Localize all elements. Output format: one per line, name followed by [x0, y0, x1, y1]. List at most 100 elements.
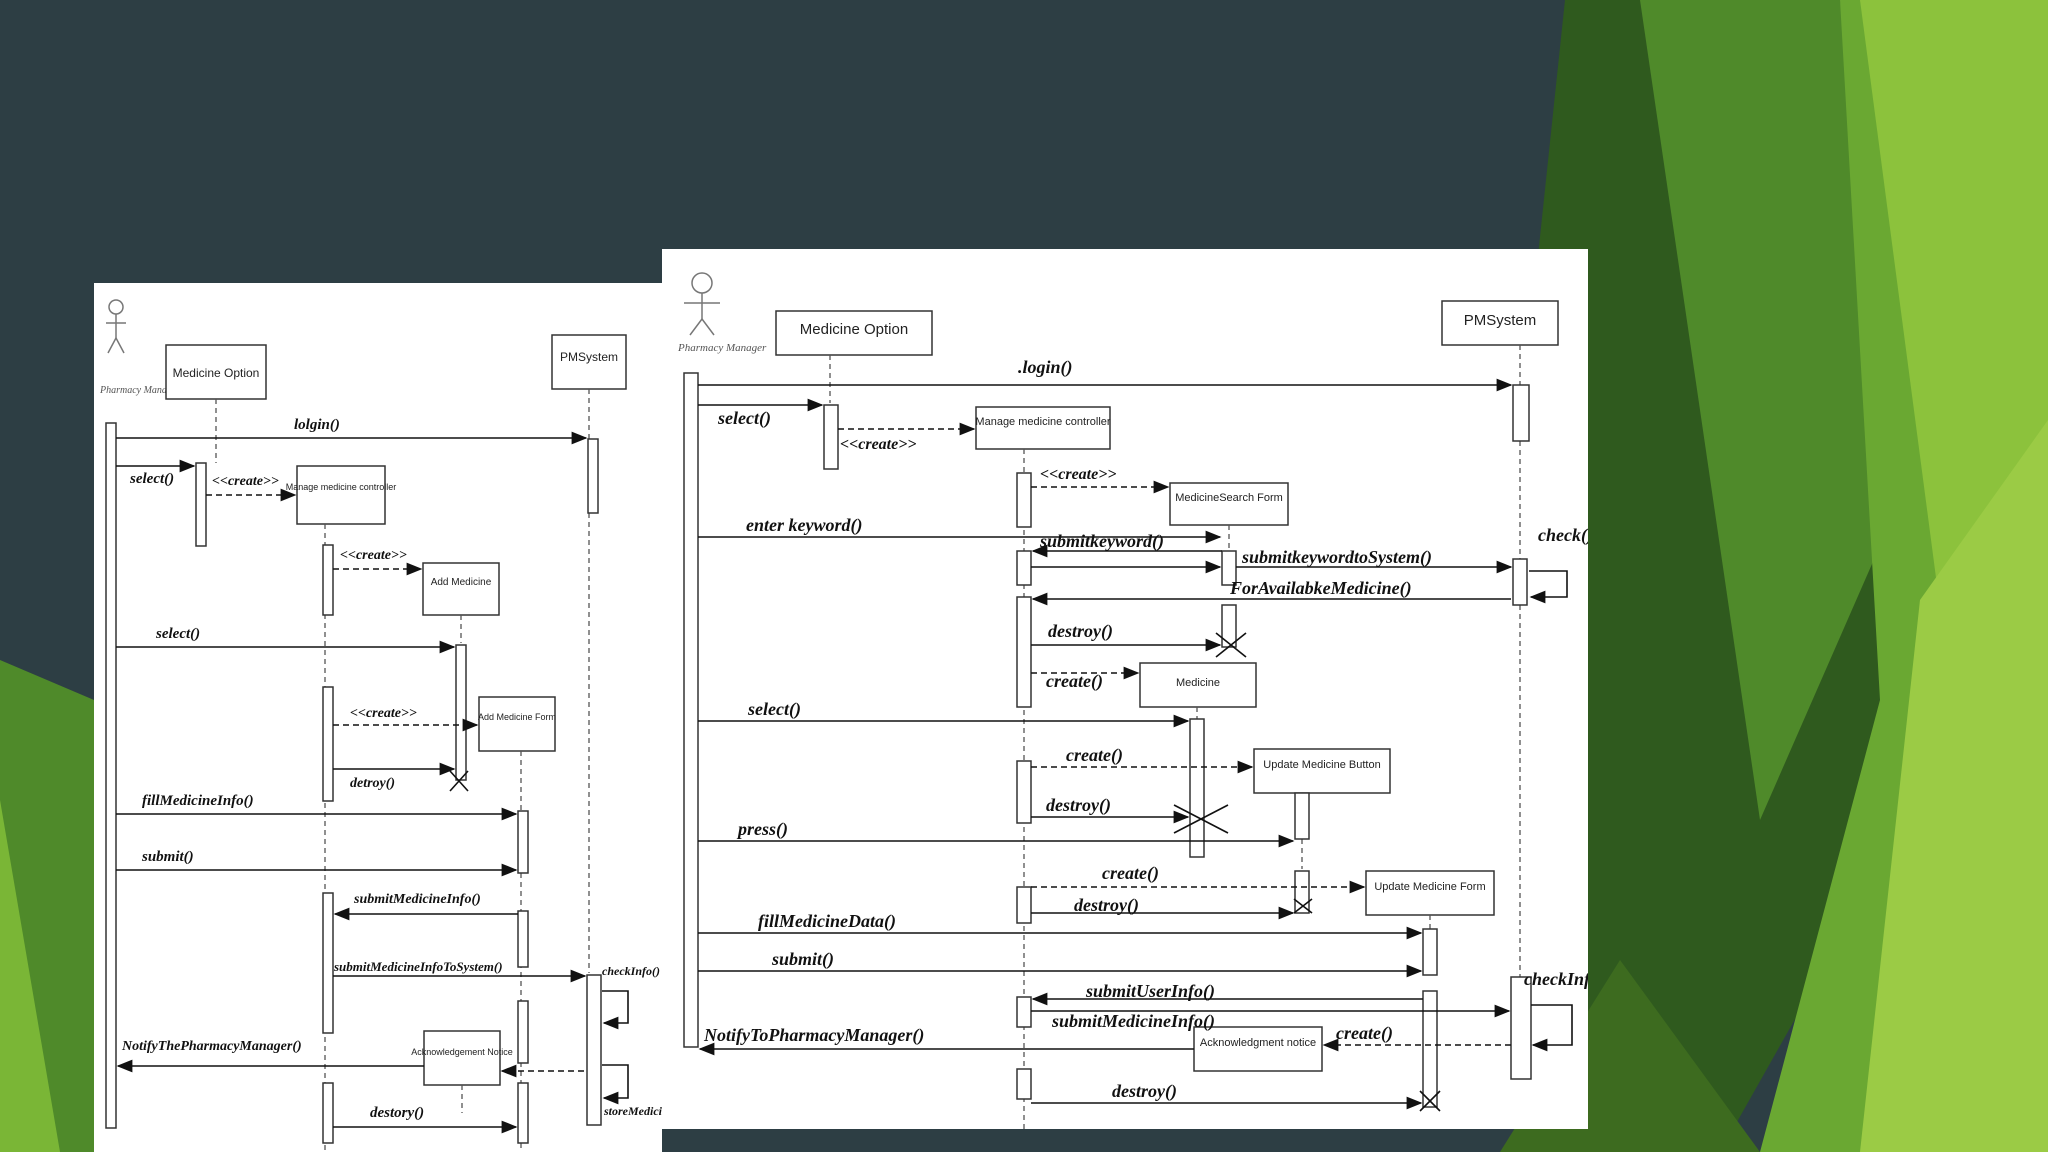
- lifeline-label: Update Medicine Form: [1374, 881, 1485, 893]
- lifeline-label: Manage medicine controller: [975, 416, 1110, 428]
- right-sequence-diagram: Pharmacy Manager Medicine Option PMSyste…: [662, 249, 1588, 1129]
- activation-bar: [1221, 550, 1237, 586]
- message-label: press(): [736, 819, 788, 840]
- destroy-marker: [1419, 1090, 1441, 1112]
- message-label: submitMedicineInfo(): [1051, 1011, 1215, 1032]
- activation-bar: [322, 686, 334, 802]
- actor-icon: [106, 299, 126, 354]
- activation-bar: [1512, 384, 1530, 442]
- message-label: destroy(): [1048, 621, 1113, 642]
- destroy-marker: [1293, 898, 1313, 914]
- message-label: destory(): [370, 1105, 424, 1121]
- actor-icon: [684, 272, 720, 336]
- lifeline-acknowledgment: [1193, 1026, 1323, 1072]
- message-label: lolgin(): [294, 417, 340, 433]
- lifeline-label: PMSystem: [1464, 312, 1537, 329]
- message-label: destroy(): [1046, 795, 1111, 816]
- activation-bar: [105, 422, 117, 1129]
- message-label: select(): [747, 699, 801, 720]
- lifeline-manage-controller: [975, 406, 1111, 450]
- lifeline-label: Medicine: [1176, 677, 1220, 689]
- activation-bar: [1221, 604, 1237, 648]
- activation-bar: [1016, 886, 1032, 924]
- left-diagram-canvas: Pharmacy Manager Medicine Option PMSyste…: [99, 299, 662, 1152]
- activation-bar: [1016, 1068, 1032, 1100]
- message-label: select(): [155, 626, 200, 642]
- message-label: <<create>>: [340, 548, 407, 563]
- lifeline-medicine: [1139, 662, 1257, 708]
- activation-bar: [322, 892, 334, 1034]
- message-label: destroy(): [1074, 895, 1139, 916]
- lifeline-manage-controller: [296, 465, 386, 525]
- destroy-marker: [1215, 632, 1247, 658]
- activation-bar: [1422, 928, 1438, 976]
- lifeline-acknowledgement: [423, 1030, 501, 1086]
- message-label: ForAvailabkeMedicine(): [1229, 578, 1412, 599]
- lifeline-pmsystem: [1441, 300, 1559, 346]
- left-sequence-diagram: Pharmacy Manager Medicine Option PMSyste…: [94, 283, 662, 1152]
- message-label: checkInfo(): [602, 964, 660, 978]
- activation-bar: [1016, 996, 1032, 1028]
- activation-bar: [517, 810, 529, 874]
- actor-label: Pharmacy Manager: [99, 385, 180, 396]
- message-label: submitkeyword(): [1039, 531, 1164, 552]
- message-label: create(): [1046, 671, 1103, 692]
- activation-bar: [1189, 718, 1205, 858]
- message-label: create(): [1336, 1023, 1393, 1044]
- message-label: .login(): [1018, 357, 1073, 378]
- activation-bar: [1512, 558, 1528, 606]
- lifeline-label: Medicine Option: [173, 366, 260, 380]
- message-label: submitUserInfo(): [1085, 981, 1215, 1002]
- message-label: enter keyword(): [746, 515, 862, 536]
- green-facet: [0, 800, 60, 1152]
- message-label: checkInfo(): [1524, 969, 1588, 990]
- actor-label: Pharmacy Manager: [677, 342, 767, 354]
- activation-bar: [195, 462, 207, 547]
- lifeline-label: MedicineSearch Form: [1175, 492, 1283, 504]
- lifeline-label: PMSystem: [560, 350, 618, 364]
- activation-bar: [823, 404, 839, 470]
- message-label: select(): [717, 408, 771, 429]
- activation-bar: [1016, 472, 1032, 528]
- activation-bar: [1016, 550, 1032, 586]
- message-label: NotifyThePharmacyManager(): [121, 1039, 302, 1054]
- activation-bar: [517, 910, 529, 968]
- activation-bar: [322, 544, 334, 616]
- activation-bar: [1510, 976, 1532, 1080]
- activation-bar: [322, 1082, 334, 1144]
- lifeline-label: Acknowledgment notice: [1200, 1037, 1316, 1049]
- message-label: storeMedicine: [603, 1104, 662, 1118]
- message-label: detroy(): [350, 776, 395, 791]
- lifeline-search-form: [1169, 482, 1289, 526]
- message-label: NotifyToPharmacyManager(): [703, 1025, 924, 1046]
- lifeline-label: Update Medicine Button: [1263, 759, 1380, 771]
- message-label: submitMedicineInfo(): [353, 892, 481, 907]
- message-label: submit(): [141, 849, 194, 865]
- message-label: <<create>>: [212, 474, 279, 489]
- lifeline-label: Add Medicine: [431, 577, 492, 588]
- activation-bar: [1294, 792, 1310, 840]
- lifeline-label: Add Medicine Form: [478, 712, 556, 722]
- message-label: fillMedicineInfo(): [142, 793, 254, 809]
- message-label: <<create>>: [1040, 466, 1116, 483]
- message-label: <<create>>: [350, 706, 417, 721]
- activation-bar: [1016, 760, 1032, 824]
- message-label: create(): [1066, 745, 1123, 766]
- message-label: submitMedicineInfoToSystem(): [333, 959, 503, 974]
- activation-bar: [517, 1082, 529, 1144]
- activation-bar: [517, 1000, 529, 1064]
- activation-bar: [1422, 990, 1438, 1108]
- lifeline-label: Medicine Option: [800, 321, 908, 338]
- activation-bar: [683, 372, 699, 1048]
- message-label: submitkeywordtoSystem(): [1241, 547, 1432, 568]
- message-label: check(): [1538, 525, 1588, 546]
- message-label: create(): [1102, 863, 1159, 884]
- destroy-marker: [449, 770, 469, 792]
- message-label: <<create>>: [840, 436, 916, 453]
- activation-bar: [1016, 596, 1032, 708]
- green-facet: [1860, 420, 2048, 1152]
- message-label: fillMedicineData(): [758, 911, 896, 932]
- activation-bar: [455, 644, 467, 781]
- message-label: select(): [129, 471, 174, 487]
- message-label: destroy(): [1112, 1081, 1177, 1102]
